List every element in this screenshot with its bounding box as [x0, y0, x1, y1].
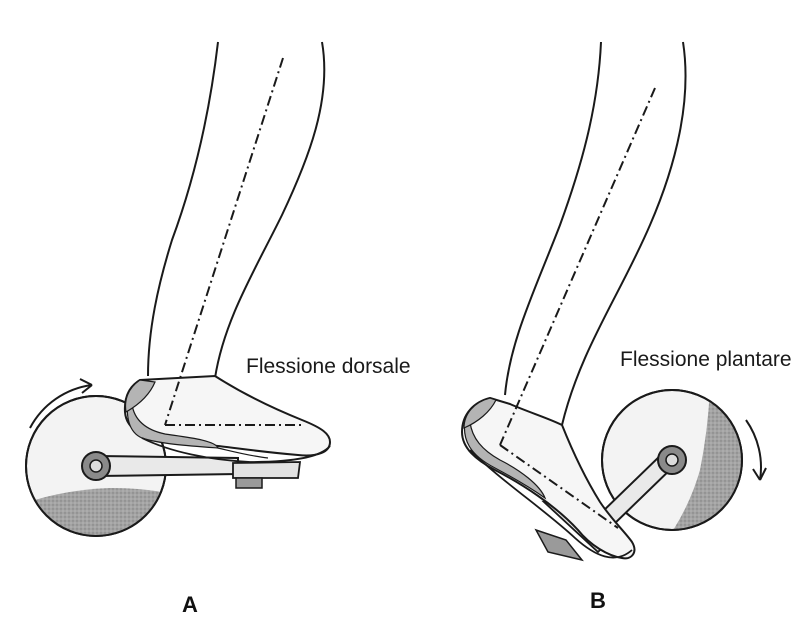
label-flessione-plantare: Flessione plantare	[620, 348, 792, 371]
rotation-arrow-b	[746, 420, 766, 480]
panel-letter-a: A	[182, 592, 198, 617]
panel-a: Flessione dorsale A	[20, 42, 411, 617]
crank-arm-a	[82, 452, 238, 480]
panel-b: Flessione plantare B	[462, 42, 792, 613]
panel-letter-b: B	[590, 588, 606, 613]
label-flessione-dorsale: Flessione dorsale	[246, 355, 411, 378]
pedal-a	[233, 462, 300, 488]
leg-a	[148, 42, 324, 378]
